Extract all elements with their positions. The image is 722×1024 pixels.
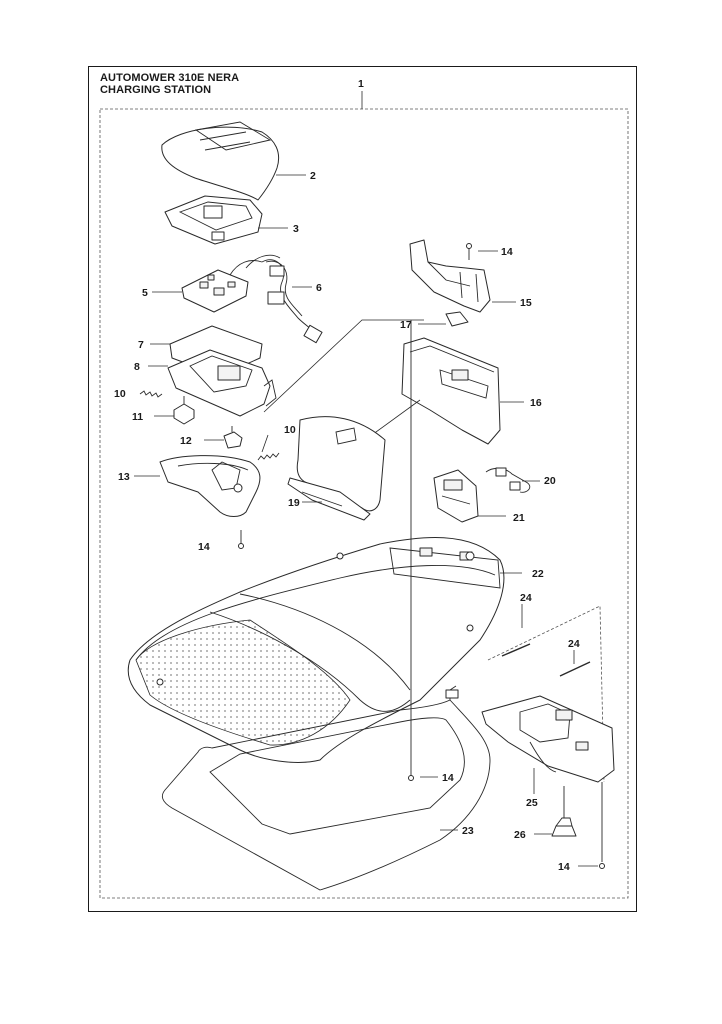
part-24-rod-1	[501, 643, 531, 657]
part-15-rail	[409, 239, 491, 313]
part-17-plate	[445, 311, 469, 327]
callout-10-left: 10	[114, 388, 126, 400]
drawing-frame	[88, 66, 637, 912]
callout-10-right: 10	[284, 424, 296, 436]
callout-2: 2	[310, 170, 316, 182]
callout-3: 3	[293, 223, 299, 235]
part-21-mount	[433, 469, 479, 523]
part-12-contact	[223, 426, 243, 449]
part-11-clip	[173, 396, 195, 425]
part-25-charging-plate	[481, 695, 615, 783]
part-22-base-plate	[127, 537, 505, 763]
part-5-circuit-board	[181, 260, 263, 313]
callout-24-left: 24	[520, 592, 532, 604]
part-20-harness	[485, 467, 531, 493]
callout-8: 8	[134, 361, 140, 373]
callout-15: 15	[520, 297, 532, 309]
part-23-guide-wire	[161, 685, 491, 891]
diagram-subtitle: CHARGING STATION	[100, 84, 212, 96]
assembly-boundary	[99, 108, 629, 899]
part-7-gasket	[169, 325, 263, 377]
callout-20: 20	[544, 475, 556, 487]
part-2-top-cover	[161, 121, 280, 201]
callout-14-top: 14	[501, 246, 513, 258]
diagram-title: AUTOMOWER 310E NERA	[100, 72, 240, 84]
part-13-base-bracket	[159, 455, 261, 517]
callout-labels: 1 2 3 14 5 6 15 17 7 8 16 10 11 10 12 20…	[114, 78, 580, 873]
part-26-foot	[551, 786, 577, 837]
screw-markers	[238, 243, 605, 869]
callout-11: 11	[132, 411, 143, 423]
callout-24-right: 24	[568, 638, 580, 650]
callout-21: 21	[513, 512, 525, 524]
part-8-lower-housing	[167, 349, 277, 417]
part-24-rod-2	[559, 661, 591, 677]
callout-22: 22	[532, 568, 544, 580]
callout-16: 16	[530, 397, 542, 409]
part-10-spring-right	[257, 452, 280, 461]
callout-17: 17	[400, 319, 412, 331]
callout-6: 6	[316, 282, 322, 294]
callout-14-center: 14	[442, 772, 454, 784]
callout-1: 1	[358, 78, 364, 90]
callout-7: 7	[138, 339, 144, 351]
part-16-charging-housing	[401, 337, 501, 445]
part-3-housing	[164, 195, 263, 245]
part-10-spring-left	[139, 390, 163, 398]
part-19-cover-plate	[287, 416, 386, 521]
callout-26: 26	[514, 829, 526, 841]
part-6-cable-harness	[245, 254, 323, 344]
callout-19: 19	[288, 497, 300, 509]
callout-14-left: 14	[198, 541, 210, 553]
callout-14-bottom: 14	[558, 861, 570, 873]
callout-23: 23	[462, 825, 474, 837]
callout-12: 12	[180, 435, 192, 447]
callout-25: 25	[526, 797, 538, 809]
callout-5: 5	[142, 287, 148, 299]
callout-13: 13	[118, 471, 130, 483]
